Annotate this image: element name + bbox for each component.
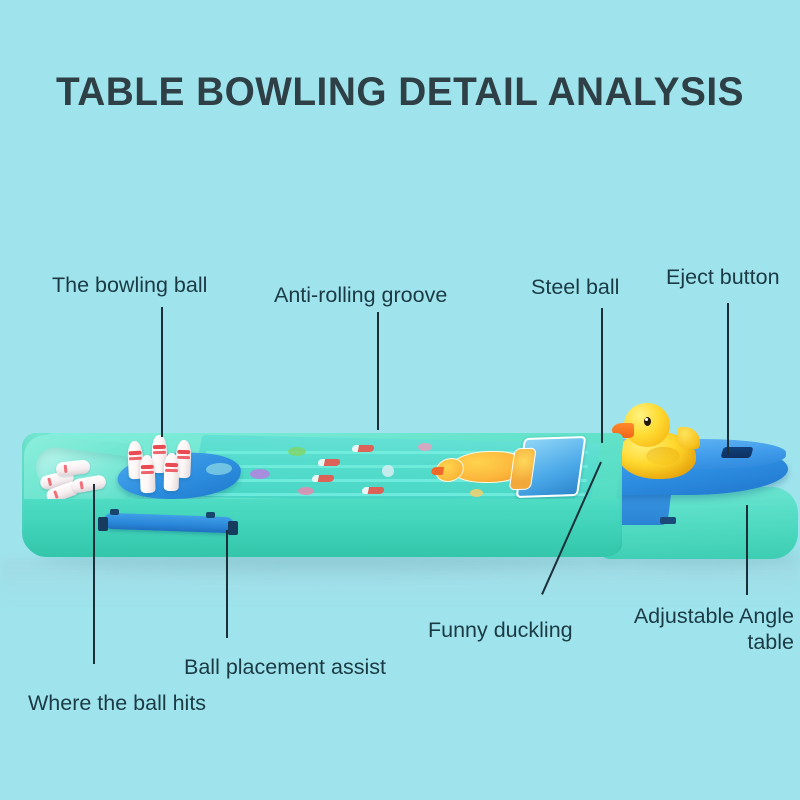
lane-dot-decal: [382, 465, 394, 477]
bowling-word-decal: [508, 435, 587, 499]
lane-dot-decal: [298, 487, 314, 495]
assist-bar-end-cap: [98, 517, 108, 531]
assist-bar-end-cap: [228, 521, 238, 535]
lane-dot-decal: [470, 489, 483, 497]
lane-arrow-decal: [317, 459, 341, 466]
decal-pin-graphic: [508, 447, 537, 491]
bowling-pin: [139, 454, 156, 494]
leader-line-anti-rolling-groove: [377, 312, 379, 430]
assist-bar-nub: [206, 512, 215, 518]
label-eject-button: Eject button: [666, 265, 780, 289]
leader-line-eject-button: [727, 303, 729, 455]
lane-dot-decal: [288, 447, 306, 456]
page-title: TABLE BOWLING DETAIL ANALYSIS: [55, 70, 745, 114]
leader-line-the-bowling-ball: [161, 307, 163, 437]
eject-button-slot[interactable]: [720, 447, 754, 458]
lane-dot-decal: [250, 469, 270, 479]
assist-bar-nub: [110, 509, 119, 515]
leader-line-adjustable-angle-table: [746, 505, 748, 595]
lane-arrow-decal: [311, 475, 335, 482]
platform-lock-slot: [660, 517, 676, 524]
lane-arrow-decal: [361, 487, 385, 494]
leader-line-steel-ball: [601, 308, 603, 443]
leader-line-ball-placement-assist: [226, 530, 228, 638]
label-funny-duckling: Funny duckling: [428, 618, 573, 642]
label-the-bowling-ball: The bowling ball: [52, 273, 208, 297]
product-illustration: [0, 395, 800, 608]
floor-gradient: [0, 558, 800, 608]
leader-line-where-the-ball-hits: [93, 484, 95, 664]
label-ball-placement-assist: Ball placement assist: [184, 655, 386, 679]
label-adjustable-angle-table: Adjustable Angle table: [633, 604, 794, 655]
decal-duck-beak: [430, 467, 445, 475]
duck-eye: [644, 417, 651, 426]
duck-tail: [678, 427, 700, 449]
lane-arrow-decal: [351, 445, 375, 452]
label-where-the-ball-hits: Where the ball hits: [28, 691, 207, 715]
label-anti-rolling-groove: Anti-rolling groove: [274, 283, 448, 307]
lane-dot-decal: [418, 443, 432, 451]
bowling-pin: [163, 452, 180, 492]
duck-wing: [646, 447, 680, 465]
rubber-duck: [612, 401, 700, 481]
label-steel-ball: Steel ball: [531, 275, 620, 299]
